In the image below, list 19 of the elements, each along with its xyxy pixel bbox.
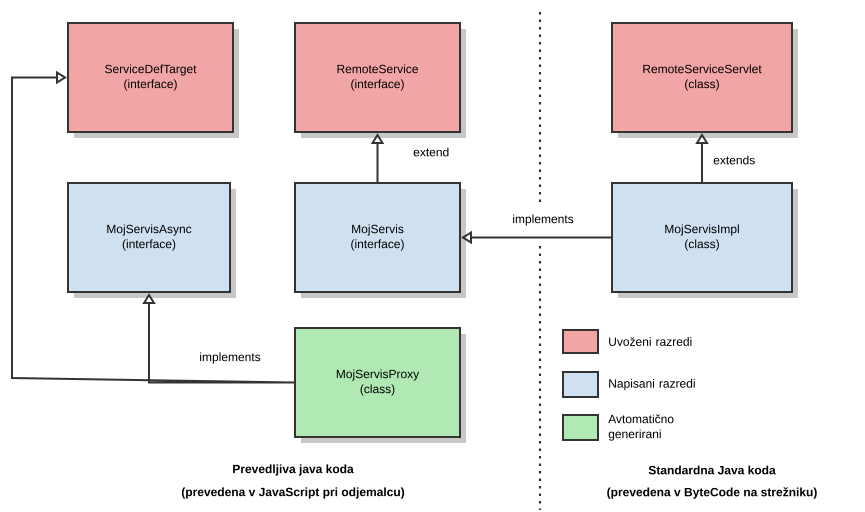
edge-label: extends [712,154,756,166]
class-box: MojServisProxy (class) [294,327,466,443]
edge-label: extend [412,146,450,158]
class-box: RemoteService (interface) [294,22,466,138]
class-box: RemoteServiceServlet (class) [611,22,798,138]
caption-text: Prevedljiva java koda [233,464,354,476]
caption-text: (prevedena v ByteCode na strežniku) [607,487,817,499]
edge-label: implements [511,213,575,227]
class-box: MojServisAsync (interface) [67,182,236,298]
legend-label: Avtomatično generirani [608,414,674,441]
legend-label: Uvoženi razredi [609,337,692,346]
class-box: ServiceDefTarget (interface) [67,22,239,138]
legend-label: Napisani razredi [609,378,695,390]
arrow [11,70,294,384]
edge-label: implements [198,351,262,365]
caption-text: Standardna Java koda [648,466,776,474]
class-box: MojServis (interface) [294,182,466,298]
caption-text: (prevedena v JavaScript pri odjemalcu) [182,487,404,499]
class-box: MojServisImpl (class) [611,182,798,298]
